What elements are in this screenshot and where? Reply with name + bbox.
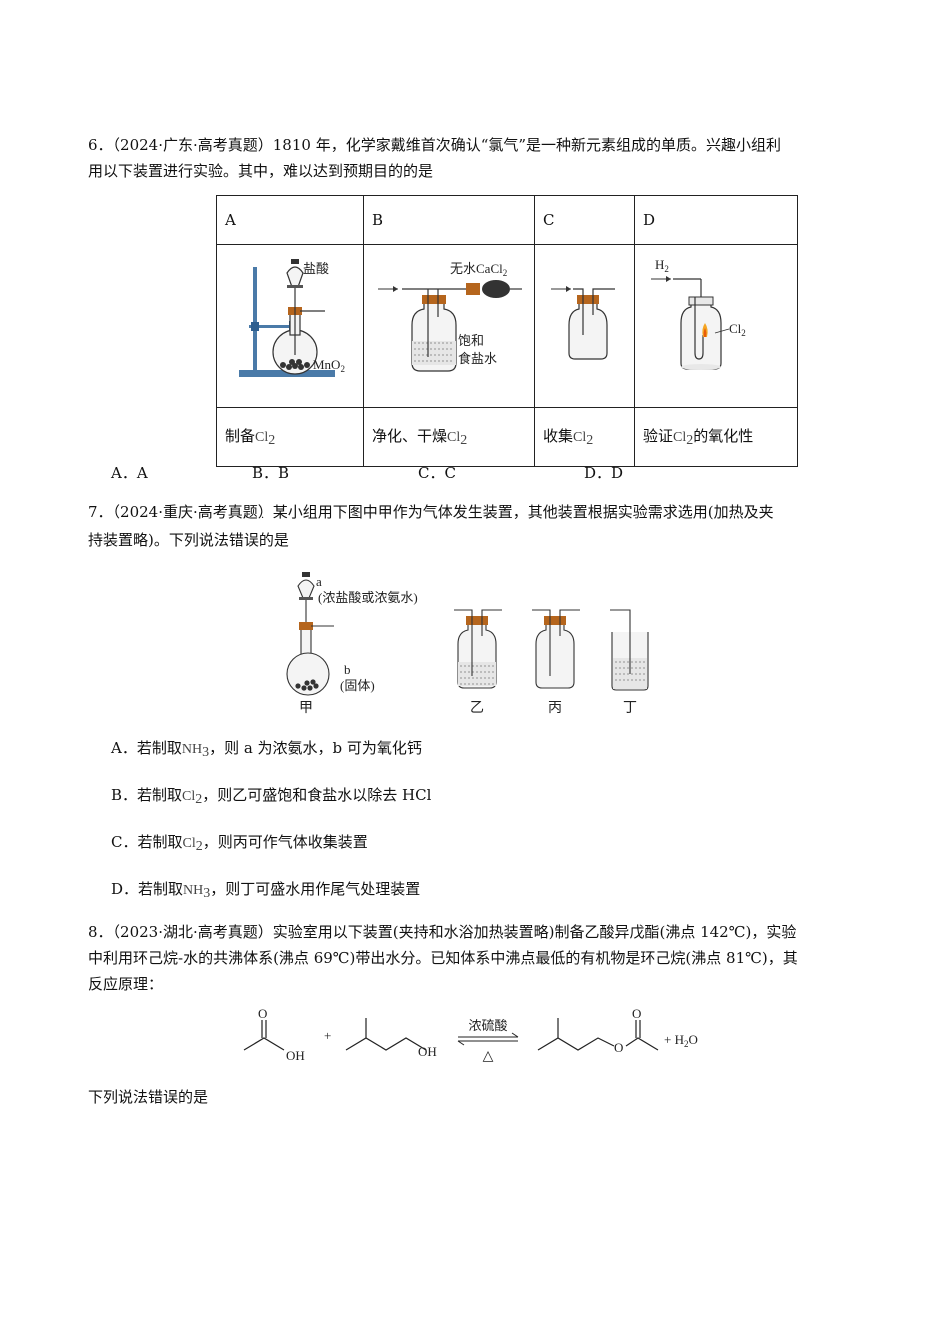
q8-reaction-scheme: O OH + OH 浓硫酸 △ O O + H2O: [243, 1006, 698, 1064]
q6-stem-line1: 6．（2024·广东·高考真题）1810 年，化学家戴维首次确认“氯气”是一种新…: [88, 136, 782, 154]
plus-1: +: [324, 1028, 331, 1043]
oxidation-apparatus-figure: H2 Cl2: [651, 257, 746, 370]
q6-header-a: A: [216, 195, 364, 245]
water-suffix: O: [688, 1032, 697, 1047]
q6-answer-c[interactable]: C．C: [418, 464, 456, 482]
q6-answer-b[interactable]: B．B: [252, 464, 290, 482]
water-prefix: + H: [664, 1032, 684, 1047]
q8-stem-line1: 8．（2023·湖北·高考真题）实验室用以下装置(夹持和水浴加热装置略)制备乙酸…: [88, 923, 797, 941]
q8-stem-line3: 反应原理：: [88, 975, 164, 993]
emphasis-dot-1: ·: [243, 513, 247, 524]
alcohol-oh: OH: [418, 1044, 437, 1059]
q6-caption-a: 制备Cl2: [216, 407, 364, 467]
q8-stem-line2: 中利用环己烷-水的共沸体系(沸点 69℃)带出水分。已知体系中沸点最低的有机物是…: [88, 949, 798, 967]
label-yi: 乙: [470, 700, 484, 716]
ester-o: O: [614, 1040, 623, 1055]
svg-text:H2: H2: [655, 257, 669, 274]
svg-text:+ H2O: + H2O: [664, 1032, 698, 1049]
h2-subscript: 2: [664, 264, 669, 274]
generator-apparatus-figure: 盐酸 MnO2: [239, 259, 345, 377]
q6-caption-c: 收集Cl2: [534, 407, 635, 467]
hcl-label: 盐酸: [303, 261, 329, 276]
cacl2-subscript: 2: [503, 268, 508, 278]
purify-dry-apparatus-figure: 无水CaCl2 饱和 食盐水: [378, 261, 522, 372]
cl2-label: Cl: [729, 321, 742, 336]
q6-apparatus-b: 无水CaCl2 饱和 食盐水: [363, 244, 535, 408]
q6-apparatus-d: H2 Cl2: [634, 244, 798, 408]
q6-answer-a[interactable]: A．A: [111, 464, 148, 482]
label-ding: 丁: [623, 701, 637, 716]
ester-carbonyl-o: O: [632, 1006, 641, 1021]
mno2-subscript: 2: [340, 364, 345, 374]
q7-option-a[interactable]: A．若制取NH3，则 a 为浓氨水，b 可为氧化钙: [111, 739, 422, 760]
q7-option-c[interactable]: C．若制取Cl2，则丙可作气体收集装置: [111, 833, 368, 854]
cl2-subscript: 2: [741, 328, 746, 338]
q6-header-d: D: [634, 195, 798, 245]
svg-text:Cl2: Cl2: [729, 321, 746, 338]
cacl2-label: 无水CaCl: [450, 261, 503, 276]
acid-oh: OH: [286, 1048, 305, 1063]
heat-symbol: △: [483, 1049, 494, 1064]
q7-stem-line2: 持装置略)。下列说法错误的是: [88, 531, 289, 549]
svg-text:无水CaCl2: 无水CaCl2: [450, 261, 507, 278]
q6-options-table: A B C D: [216, 195, 798, 467]
q7-stem-line1: 7．（2024·重庆·高考真题）某小组用下图中甲作为气体发生装置，其他装置根据实…: [88, 503, 774, 521]
q7-option-b[interactable]: B．若制取Cl2，则乙可盛饱和食盐水以除去 HCl: [111, 786, 432, 807]
brine-label-line2: 食盐水: [458, 351, 497, 366]
brine-label-line1: 饱和: [458, 333, 484, 348]
q6-caption-d: 验证Cl2的氧化性: [634, 407, 798, 467]
q6-header-c: C: [534, 195, 635, 245]
label-bing: 丙: [548, 701, 562, 716]
water-subscript: 2: [684, 1039, 689, 1049]
h2-label: H: [655, 257, 664, 272]
label-a: a: [316, 574, 322, 589]
q8-prompt: 下列说法错误的是: [88, 1088, 209, 1106]
emphasis-dot-2: ·: [261, 513, 265, 524]
q7-option-d[interactable]: D．若制取NH3，则丁可盛水用作尾气处理装置: [111, 880, 421, 901]
label-jia: 甲: [299, 701, 313, 716]
q6-header-b: B: [363, 195, 535, 245]
svg-text:MnO2: MnO2: [313, 357, 345, 374]
catalyst-label: 浓硫酸: [468, 1018, 507, 1033]
collection-apparatus-figure: [551, 286, 615, 360]
mno2-label: MnO: [313, 357, 340, 372]
q6-apparatus-a: 盐酸 MnO2: [216, 244, 364, 408]
q6-apparatus-c: [534, 244, 635, 408]
acid-carbonyl-o: O: [258, 1006, 267, 1021]
q7-apparatus-figure: a (浓盐酸或浓氨水) b (固体) 甲 乙 丙 丁: [286, 572, 649, 716]
label-a-desc: (浓盐酸或浓氨水): [318, 590, 418, 605]
q6-stem-line2: 用以下装置进行实验。其中，难以达到预期目的的是: [88, 162, 434, 180]
q6-caption-b: 净化、干燥Cl2: [363, 407, 535, 467]
label-b: b: [344, 662, 351, 677]
label-b-desc: (固体): [340, 678, 375, 693]
q6-answer-d[interactable]: D．D: [584, 464, 624, 482]
